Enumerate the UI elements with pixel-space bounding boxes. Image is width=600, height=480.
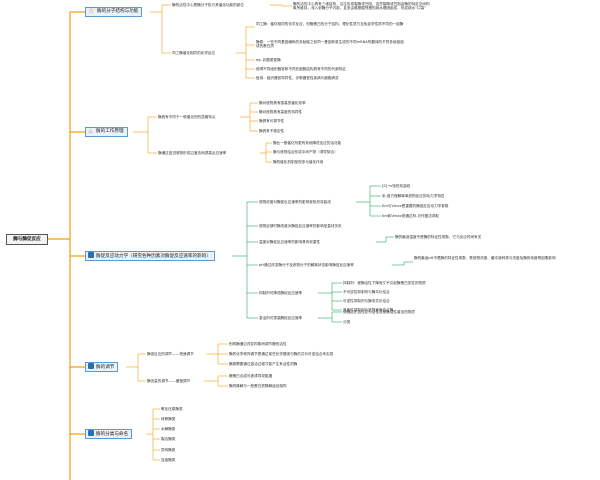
node-isoenzyme-origin[interactable]: 酶原：一些不同基因编码的多肽链之前同一基因转录生成的不同mRNA所翻译的不同多肽…: [256, 40, 404, 49]
topic-classification[interactable]: 酶的分类与命名: [85, 429, 133, 439]
node-enzyme-features[interactable]: 酶具有不同于一般催化剂的显著特点: [158, 115, 216, 119]
node-zymogen[interactable]: 酶原需要通过激活过程才能产生有活性的酶: [229, 362, 298, 366]
node-temperature[interactable]: 温度对酶促反应速率的影响具有双重性: [259, 240, 321, 244]
node-activation-energy[interactable]: 酶比一般催化剂更有效地降低反应的活化能: [273, 141, 342, 145]
node-active-center-detail[interactable]: 酶的活性中心具有三维结构，往往形成裂隙或凹陷。这些裂隙或凹陷由酶的特定空间构象所…: [293, 2, 430, 11]
node-active-center[interactable]: 酶的活性中心是酶分子执行其催化功能的部位: [172, 3, 244, 7]
node-lineweaver-burk[interactable]: Km和Vmax常通过林-贝作图法求取: [382, 214, 439, 218]
node-activator[interactable]: 激活剂可提高酶促反应速率: [259, 316, 303, 320]
topic-molecular-structure[interactable]: ☆酶的分子结构与功能: [85, 7, 143, 17]
node-substrate-concentration[interactable]: 底物浓度对酶促反应速率的影响呈矩形双曲线: [259, 200, 331, 204]
node-ligases[interactable]: 连接酶类: [161, 458, 176, 462]
node-allosteric[interactable]: 别构酶通过改变构象而调节酶的活性: [229, 342, 287, 346]
node-fast-regulation[interactable]: 酶促反应的调节——快速调节: [147, 352, 194, 356]
star-icon: ☆: [88, 7, 95, 15]
topic-label: 酶的分类与命名: [96, 432, 129, 437]
node-transferases[interactable]: 转移酶类: [161, 417, 176, 421]
node-ph-effect[interactable]: pH通过改变酶分子及底物分子的解离状态影响酶促反应速率: [259, 263, 354, 267]
node-hydrolases[interactable]: 水解酶类: [161, 427, 176, 431]
node-multi-catalysis[interactable]: 酶的催化机制呈现多元催化作用: [273, 160, 324, 164]
node-irreversible-inhibitor[interactable]: 不可逆性抑制剂与酶共价结合: [343, 290, 390, 294]
node-rect-hyperbola[interactable]: [S]→v矩形双曲线: [382, 184, 411, 188]
node-activator-classes[interactable]: 分类: [343, 320, 351, 324]
node-isoenzyme[interactable]: 同工酶催化相同的化学反应: [172, 51, 216, 55]
node-enzyme-concentration[interactable]: 底物足够时酶浓度对酶促反应速率的影响呈直线关系: [259, 224, 342, 228]
node-chemical-modification[interactable]: 酶的化学修饰调节是通过某些化学基团与酶的共价可逆结合来实现: [229, 352, 334, 356]
node-transition-state[interactable]: 酶通过促进底物形成过渡态而提高反应速率: [158, 151, 227, 155]
node-induction-repression[interactable]: 酶蛋白合成可被诱导或阻遏: [229, 374, 273, 378]
flag-icon: [88, 430, 94, 436]
topic-label: 酶的调节: [96, 365, 115, 370]
node-isoenzyme-meaning[interactable]: 使得不同组织器官和不同亚细胞结构具有不同的代谢特征: [256, 67, 346, 71]
topic-regulation[interactable]: 酶的调节: [85, 362, 119, 372]
trunk-connectors: [48, 11, 85, 480]
node-michaelis-menten[interactable]: 米-曼方程解释单底物反应的动力学特性: [382, 194, 445, 198]
node-specificity[interactable]: 酶对底物具有高度的特异性: [259, 110, 303, 114]
node-km-vmax[interactable]: Km与Vmax是重要的酶促反应动力学参数: [382, 204, 449, 208]
fire-icon: ♨: [88, 128, 94, 135]
node-inhibitor-def[interactable]: 抑制剂：使酶活性下降而又不引起酶蛋白变性的物质: [343, 281, 426, 285]
node-instability[interactable]: 酶具有不稳定性: [259, 129, 285, 133]
node-inhibitor[interactable]: 抑制剂可降低酶促反应速率: [259, 291, 303, 295]
node-optimal-temperature[interactable]: 酶的最适温度不是酶的特征性常数，它与反应时间有关: [395, 235, 482, 239]
topic-working-principle[interactable]: ♨酶的工作原理: [85, 127, 128, 137]
branch-connectors: [126, 4, 413, 461]
topic-label: 酶的工作原理: [96, 129, 124, 134]
flag-icon: [88, 252, 94, 258]
flag-icon: [88, 363, 94, 369]
node-lyases[interactable]: 裂合酶类: [161, 437, 176, 441]
node-optimal-ph[interactable]: 酶的最适pH不是酶的特征性常数，受底物浓度、缓冲液种类与浓度及酶的纯度等因素影响: [414, 256, 556, 260]
node-activator-def[interactable]: 使酶由无活性变为活性或使酶活性增加的物质: [343, 310, 415, 314]
node-slow-regulation[interactable]: 酶含量的调节——缓慢调节: [147, 379, 191, 383]
node-oxidoreductases[interactable]: 氧化还原酶类: [161, 407, 183, 411]
node-high-efficiency[interactable]: 酶对底物具有极高的催化效率: [259, 101, 306, 105]
node-isoenzyme-example[interactable]: eg. 乳酸脱氢酶: [256, 58, 281, 62]
topic-kinetics[interactable]: 酶促反应动力学（研究各种因素对酶促反应速率的影响）: [85, 251, 215, 261]
topic-label: 酶的分子结构与功能: [97, 9, 139, 14]
topic-label: 酶促反应动力学（研究各种因素对酶促反应速率的影响）: [96, 254, 211, 259]
node-isomerases[interactable]: 异构酶类: [161, 448, 176, 452]
node-competitive-inhibitor[interactable]: 竞争性抑制剂与底物竞争结合酶: [343, 308, 394, 312]
node-reversible-inhibitor[interactable]: 可逆性抑制剂与酶非共价结合: [343, 299, 390, 303]
root-node[interactable]: 酶与酶促反应: [6, 234, 48, 245]
node-isoenzyme-medical[interactable]: 医用：组织器官特异性，诊断器官性疾病与细胞病变: [256, 76, 339, 80]
node-degradation[interactable]: 酶的降解与一般蛋白质降解途径相同: [229, 384, 287, 388]
node-isoenzyme-def[interactable]: 同工酶：催化相同的化学反应，但酶蛋白的分子结构，理化性质乃至免疫学性质不同的一组…: [256, 22, 404, 26]
node-regulatable[interactable]: 酶具有可调节性: [259, 119, 285, 123]
node-induced-fit[interactable]: 酶与底物结合形成中间产物（诱导契合）: [273, 150, 338, 154]
